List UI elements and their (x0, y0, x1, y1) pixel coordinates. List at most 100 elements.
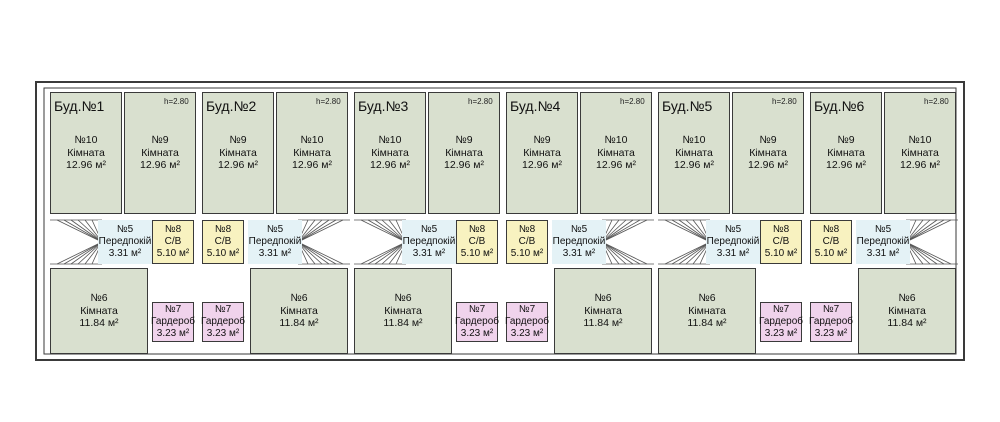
room-number: №5 (116, 224, 134, 235)
room-number: №7 (822, 304, 840, 315)
room-area: 3.23 м² (460, 328, 494, 339)
stair-step (297, 219, 330, 243)
stair-step (63, 241, 103, 265)
room-number: №6 (394, 292, 412, 305)
stair-step (297, 241, 323, 265)
stair-step (297, 241, 337, 265)
room-name: Гардероб (759, 316, 803, 327)
room-number: №8 (468, 224, 486, 235)
unit-label: Буд.№3 (358, 98, 409, 114)
room-name: Кімната (688, 304, 726, 317)
unit-label: Буд.№2 (206, 98, 257, 114)
room-name: Кімната (901, 146, 939, 159)
room-name: Кімната (219, 146, 257, 159)
room-name: С/В (822, 236, 840, 247)
room-name: Кімната (597, 146, 635, 159)
room-number: №7 (164, 304, 182, 315)
stair-step (671, 241, 711, 265)
stair-step (678, 219, 711, 243)
room-area: 5.10 м² (814, 248, 848, 259)
room-number: №9 (759, 134, 777, 147)
room-number: №7 (214, 304, 232, 315)
room-name: Кімната (371, 146, 409, 159)
room-name: С/В (772, 236, 790, 247)
stair-step (678, 241, 711, 265)
room-area: 5.10 м² (156, 248, 190, 259)
room-name: Кімната (384, 304, 422, 317)
room-area: 12.96 м² (218, 159, 258, 172)
stair-step (63, 219, 103, 243)
ceiling-height: h=2.80 (468, 97, 493, 106)
room-number: №9 (455, 134, 473, 147)
room-name: Кімната (67, 146, 105, 159)
stair-step (56, 219, 103, 243)
room-area: 12.96 м² (370, 159, 410, 172)
room-area: 3.31 м² (866, 248, 900, 259)
stair-step (297, 219, 344, 243)
stair-step (664, 219, 711, 243)
stair-step (905, 219, 952, 243)
room-area: 5.10 м² (206, 248, 240, 259)
stair-step (601, 219, 627, 243)
ceiling-height: h=2.80 (772, 97, 797, 106)
room-name: Передпокій (856, 236, 910, 247)
room-area: 11.84 м² (687, 317, 727, 330)
room-name: С/В (164, 236, 182, 247)
stair-step (297, 241, 330, 265)
room-number: №7 (468, 304, 486, 315)
stair-step (360, 241, 407, 265)
room-number: №7 (518, 304, 536, 315)
inner-wall-line (43, 87, 957, 355)
room-area: 11.84 м² (887, 317, 927, 330)
room-name: С/В (468, 236, 486, 247)
stair-step (367, 241, 407, 265)
room-name: Кімната (141, 146, 179, 159)
ceiling-height: h=2.80 (924, 97, 949, 106)
room-area: 12.96 м² (292, 159, 332, 172)
room-name: Кімната (584, 304, 622, 317)
room-number: №5 (420, 224, 438, 235)
room-number: №6 (90, 292, 108, 305)
room-area: 3.31 м² (716, 248, 750, 259)
stair-step (70, 219, 103, 243)
stair-step (360, 219, 407, 243)
room-name: С/В (518, 236, 536, 247)
unit-label: Буд.№5 (662, 98, 713, 114)
room-area: 3.31 м² (258, 248, 292, 259)
stair-step (374, 241, 407, 265)
stair-step (905, 219, 945, 243)
room-area: 5.10 м² (460, 248, 494, 259)
room-number: №10 (74, 134, 98, 147)
stair-step (70, 241, 103, 265)
room-name: Передпокій (248, 236, 302, 247)
room-area: 12.96 м² (748, 159, 788, 172)
room-area: 3.23 м² (814, 328, 848, 339)
room-area: 5.10 м² (510, 248, 544, 259)
stair-step (367, 219, 407, 243)
stair-step (601, 219, 648, 243)
room-name: Передпокій (402, 236, 456, 247)
room-area: 12.96 м² (596, 159, 636, 172)
room-number: №10 (604, 134, 628, 147)
stair-step (671, 219, 711, 243)
room-number: №9 (837, 134, 855, 147)
stair-step (601, 241, 641, 265)
stair-step (601, 241, 648, 265)
ceiling-height: h=2.80 (620, 97, 645, 106)
room-area: 12.96 м² (674, 159, 714, 172)
